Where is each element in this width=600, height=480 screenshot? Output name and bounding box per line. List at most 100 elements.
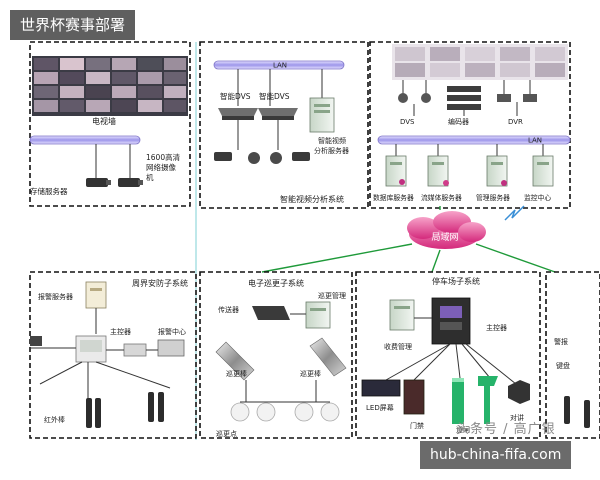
encoder-device-icon: [447, 86, 481, 110]
camera-icon: [497, 94, 511, 102]
perimeter-section: 周界安防子系统 报警服务器 主控器 报警中心: [29, 271, 197, 439]
infrared-beam-icon: [148, 392, 164, 422]
dvs-label-2: 智能DVS: [259, 91, 290, 101]
watermark-text: 头条号 / 高广银: [456, 422, 556, 437]
intercom-icon: [508, 380, 530, 404]
dvr-label: DVR: [508, 118, 523, 126]
parking-section: 停车场子系统 收费管理 主控器 LED屏幕 门禁 道闸: [355, 271, 541, 439]
right-partial-section: 警报 键盘: [545, 271, 600, 439]
media-server-label: 流媒体服务器: [421, 193, 462, 202]
controller-box-icon: [75, 335, 107, 363]
database-server-label: 数据库服务器: [373, 193, 414, 202]
network-lan-label: LAN: [528, 137, 542, 145]
camera-icon: [86, 178, 111, 187]
video-wall-section: 电视墙 1600高清 网络摄像 机 存储服务器: [29, 41, 191, 207]
dome-camera-icon: [248, 152, 260, 164]
transmitter-label: 传送器: [218, 305, 239, 314]
right-partial-label-1: 警报: [554, 337, 568, 346]
patrol-section: 电子巡更子系统 传送器 巡更管理 巡更棒 巡更棒: [199, 271, 353, 439]
storage-server-label: 存储服务器: [30, 186, 68, 196]
network-camera-strip: [392, 44, 568, 80]
device-partial-icon: [30, 336, 42, 346]
patrol-points-label: 巡更点: [216, 429, 237, 438]
network-section: DVS 编码器 DVR LAN 数据库服务器 流媒体服务器 管理服务: [195, 41, 571, 440]
patrol-point-icon: [256, 402, 276, 422]
camera-icon: [292, 152, 310, 161]
dome-camera-icon: [398, 93, 408, 103]
analysis-server-label: 智能视频 分析服务器: [314, 136, 349, 155]
monitor-center-label: 监控中心: [524, 193, 551, 202]
management-server-label: 管理服务器: [476, 193, 510, 202]
bottom-right-overlay-label: hub-china-fifa.com: [420, 441, 572, 469]
server-tower-icon: [309, 97, 335, 133]
patrol-mgmt-label: 巡更管理: [318, 291, 346, 300]
perimeter-border: [29, 271, 197, 439]
fee-mgmt-label: 收费管理: [384, 342, 412, 351]
video-analysis-section: LAN 智能DVS 智能DVS 智能视频 分析服务器: [199, 41, 369, 209]
infrared-label: 红外棒: [44, 415, 65, 424]
camera-icon: [523, 94, 537, 102]
camera-icon: [118, 178, 143, 187]
video-wall-screens: [32, 56, 188, 116]
transmitter-icon: [252, 306, 290, 320]
dvs-device-icon: [218, 108, 258, 120]
barrier-gate-icon: [478, 376, 498, 424]
keypad-icon: [123, 343, 147, 357]
parking-title: 停车场子系统: [432, 276, 480, 286]
parking-controller-icon: [431, 297, 471, 345]
fee-server-icon: [389, 299, 415, 331]
alarm-server-label: 报警服务器: [38, 292, 73, 301]
barrier-label: 道闸: [456, 425, 470, 434]
parking-border: [355, 271, 541, 439]
video-wall-label: 电视墙: [92, 116, 116, 126]
database-server-icon: [385, 155, 407, 187]
camera-label: 1600高清 网络摄像 机: [146, 152, 182, 182]
patrol-stick-label-2: 巡更棒: [300, 369, 321, 378]
patrol-point-icon: [230, 402, 250, 422]
alarm-center-label: 报警中心: [158, 327, 186, 336]
management-server-icon: [486, 155, 508, 187]
infrared-beam-icon: [86, 398, 101, 428]
dome-camera-icon: [421, 93, 431, 103]
intercom-label: 对讲: [510, 413, 524, 422]
encoder-label: 编码器: [448, 117, 469, 126]
patrol-point-icon: [320, 402, 340, 422]
alarm-center-icon: [157, 339, 185, 357]
parking-controller-label: 主控器: [486, 323, 507, 332]
cloud-label: 局域网: [431, 231, 458, 243]
patrol-stick-label-1: 巡更棒: [226, 369, 247, 378]
dome-camera-icon: [270, 152, 282, 164]
network-lan-bar: [377, 135, 571, 145]
wireless-link-icon: [504, 205, 525, 221]
controller-label: 主控器: [110, 327, 131, 336]
patrol-title: 电子巡更子系统: [248, 278, 304, 288]
patrol-stick-icon: [309, 337, 347, 377]
dvs-label: DVS: [400, 118, 415, 126]
alarm-server-icon: [85, 281, 107, 309]
barrier-gate-icon: [452, 378, 464, 424]
perimeter-title: 周界安防子系统: [132, 278, 188, 288]
analysis-lan-bar: [213, 60, 345, 70]
top-left-overlay-label: 世界杯赛事部署: [10, 10, 136, 40]
right-partial-label-2: 键盘: [556, 361, 570, 370]
dvs-label-1: 智能DVS: [220, 91, 251, 101]
monitor-center-icon: [532, 155, 554, 187]
analysis-title: 智能视频分析系统: [280, 194, 344, 204]
network-border: [369, 41, 571, 209]
media-server-icon: [427, 155, 449, 187]
patrol-border: [199, 271, 353, 439]
patrol-server-icon: [305, 301, 331, 329]
right-partial-border: [545, 271, 600, 439]
camera-icon: [214, 152, 232, 161]
patrol-point-icon: [294, 402, 314, 422]
video-wall-border: [29, 41, 191, 207]
led-screen-icon: [361, 379, 401, 397]
dvs-device-icon: [258, 108, 298, 120]
video-analysis-border: [199, 41, 369, 209]
access-gate-icon: [403, 379, 425, 415]
patrol-stick-icon: [215, 341, 255, 381]
led-label: LED屏幕: [366, 403, 394, 412]
analysis-lan-label: LAN: [273, 62, 287, 70]
video-wall-lan-bar: [29, 135, 141, 145]
